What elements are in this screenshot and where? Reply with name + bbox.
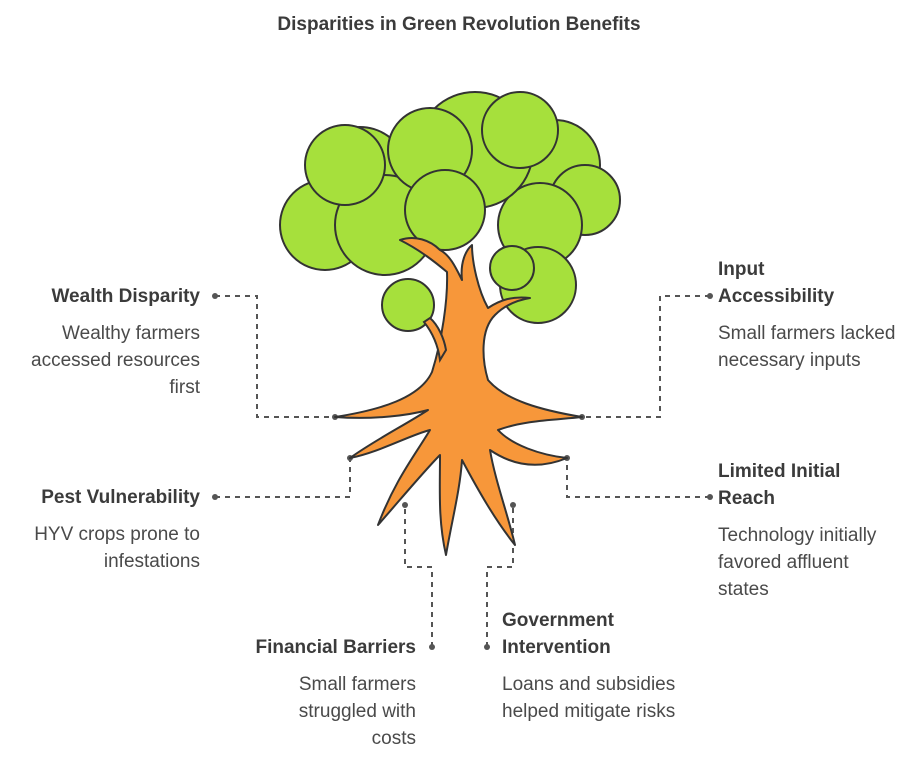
diagram-title: Disparities in Green Revolution Benefits (277, 14, 641, 35)
label-wealth-disparity-heading: Wealth Disparity (51, 286, 200, 307)
label-financial-barriers-heading: Financial Barriers (255, 637, 416, 658)
label-financial-barriers: Financial Barriers Small farmers struggl… (216, 634, 416, 752)
label-wealth-disparity-text: Wealthy farmers accessed resources first (31, 323, 200, 398)
label-pest-vulnerability: Pest Vulnerability HYV crops prone to in… (10, 484, 200, 575)
connector-wealth (215, 295, 335, 418)
tree-foliage (279, 91, 621, 332)
tree-trunk (334, 237, 583, 556)
tree-branch (422, 316, 448, 363)
connector-pest (215, 458, 351, 498)
label-government-intervention-heading: Government Intervention (502, 610, 614, 658)
connector-input (582, 295, 710, 418)
label-government-intervention: Government Intervention Loans and subsid… (502, 607, 682, 725)
label-pest-vulnerability-text: HYV crops prone to infestations (34, 524, 200, 572)
label-limited-initial-reach-text: Technology initially favored affluent st… (718, 525, 877, 600)
label-pest-vulnerability-heading: Pest Vulnerability (41, 487, 200, 508)
connector-government (486, 505, 514, 647)
label-input-accessibility: Input Accessibility Small farmers lacked… (718, 256, 908, 374)
label-wealth-disparity: Wealth Disparity Wealthy farmers accesse… (20, 283, 200, 401)
label-input-accessibility-heading: Input Accessibility (718, 259, 835, 307)
label-limited-initial-reach-heading: Limited Initial Reach (718, 461, 841, 509)
label-government-intervention-text: Loans and subsidies helped mitigate risk… (502, 674, 676, 722)
connector-lines (215, 295, 710, 647)
connector-financial (404, 505, 433, 647)
label-financial-barriers-text: Small farmers struggled with costs (298, 674, 416, 749)
connector-reach (566, 458, 710, 498)
connector-dots (212, 293, 713, 650)
label-input-accessibility-text: Small farmers lacked necessary inputs (718, 323, 896, 371)
label-limited-initial-reach: Limited Initial Reach Technology initial… (718, 458, 908, 603)
